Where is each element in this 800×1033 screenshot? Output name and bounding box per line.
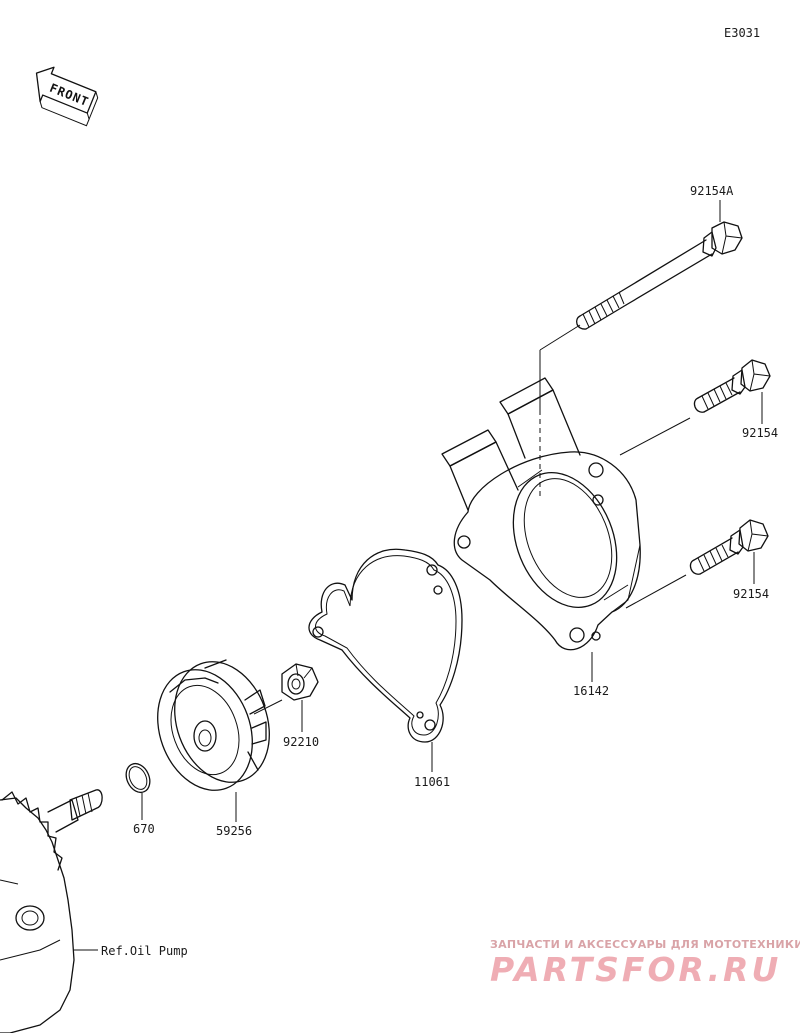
lower-bolt-92154 <box>689 519 769 575</box>
impeller-59256 <box>157 659 270 791</box>
front-arrow-icon: FRONT <box>35 66 99 127</box>
nut-92210 <box>281 663 319 701</box>
front-label: FRONT <box>48 81 91 109</box>
pump-cover-16142 <box>441 377 641 651</box>
part-label-ref-oil-pump: Ref.Oil Pump <box>101 944 188 958</box>
part-label-92154-upper: 92154 <box>742 426 779 440</box>
part-label-16142: 16142 <box>573 684 610 698</box>
watermark-brand: PARTSFOR.RU <box>490 950 782 989</box>
long-bolt-92154a <box>575 221 743 330</box>
part-label-670: 670 <box>133 822 155 836</box>
part-label-92154-lower: 92154 <box>733 587 770 601</box>
part-label-92154a: 92154A <box>690 184 734 198</box>
part-label-59256: 59256 <box>216 824 253 838</box>
part-label-92210: 92210 <box>283 735 320 749</box>
part-label-11061: 11061 <box>414 775 451 789</box>
watermark-subtitle: ЗАПЧАСТИ И АКСЕССУАРЫ ДЛЯ МОТОТЕХНИКИ <box>490 938 800 951</box>
gasket-11061 <box>308 548 463 743</box>
oring-670 <box>125 762 151 794</box>
upper-bolt-92154 <box>693 359 771 413</box>
leader-lines <box>74 200 763 951</box>
diagram-code: E3031 <box>724 26 761 40</box>
oil-pump-reference <box>0 789 103 1033</box>
